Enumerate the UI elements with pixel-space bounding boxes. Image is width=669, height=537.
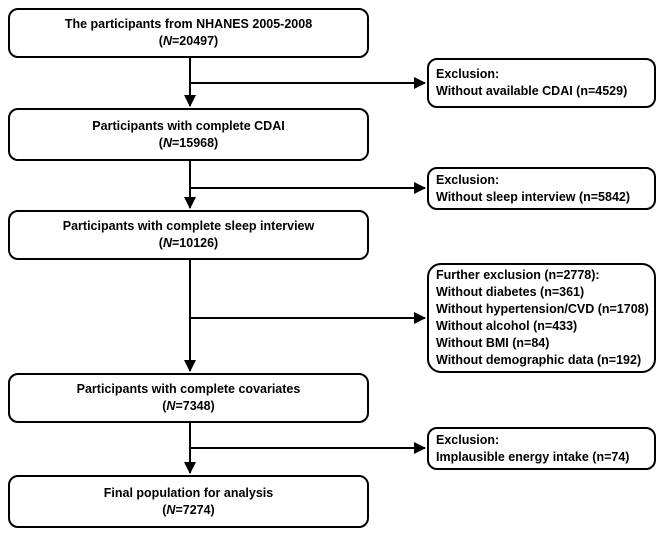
n-value: =20497) [171,34,219,48]
exclusion-line: Without sleep interview (n=5842) [436,189,631,204]
exclusion-line: Without available CDAI (n=4529) [436,84,628,98]
n-prefix: ( [162,399,167,413]
n-symbol: N [162,236,172,250]
flow-box-title: Participants with complete sleep intervi… [62,219,315,233]
exclusion-line: Implausible energy intake (n=74) [436,449,630,464]
n-prefix: ( [158,236,163,250]
exclusion-line: Further exclusion (n=2778): [436,268,600,282]
flow-box-title: The participants from NHANES 2005-2008 [64,17,313,31]
exclusion-box-implausible-energy: Exclusion: Implausible energy intake (n=… [427,427,656,470]
flow-box-n: (N=7274) [162,502,214,519]
flow-box-n: (N=7348) [162,398,214,415]
exclusion-line: Without demographic data (n=192) [436,353,642,367]
n-value: =10126) [171,236,219,250]
flow-box-n: (N=15968) [159,135,218,152]
exclusion-line: Exclusion: [436,67,500,81]
flow-box-complete-sleep-interview: Participants with complete sleep intervi… [8,210,369,260]
exclusion-line: Without diabetes (n=361) [436,285,585,299]
flow-box-title: Final population for analysis [103,485,274,500]
flow-box-title: Participants with complete covariates [76,382,301,396]
n-symbol: N [162,135,172,150]
flow-box-complete-cdai: Participants with complete CDAI (N=15968… [8,108,369,161]
n-symbol: N [166,502,176,517]
flow-box-n: (N=10126) [159,235,218,252]
flow-box-complete-covariates: Participants with complete covariates (N… [8,373,369,423]
flow-box-title: Participants with complete CDAI [92,118,285,133]
exclusion-line: Exclusion: [436,432,500,447]
n-symbol: N [162,34,172,48]
exclusion-line: Exclusion: [436,172,500,187]
exclusion-line: Without hypertension/CVD (n=1708) [436,302,649,316]
exclusion-box-further-exclusion: Further exclusion (n=2778): Without diab… [427,263,656,373]
exclusion-box-without-cdai: Exclusion: Without available CDAI (n=452… [427,58,656,108]
n-prefix: ( [158,34,163,48]
exclusion-line: Without alcohol (n=433) [436,319,578,333]
n-prefix: ( [158,135,163,150]
flow-box-n: (N=20497) [159,33,218,50]
flow-box-nhanes-participants: The participants from NHANES 2005-2008 (… [8,8,369,58]
n-symbol: N [166,399,176,413]
exclusion-box-without-sleep-interview: Exclusion: Without sleep interview (n=58… [427,167,656,210]
n-value: =7274) [175,502,215,517]
n-prefix: ( [162,502,167,517]
n-value: =15968) [171,135,219,150]
flow-box-final-population: Final population for analysis (N=7274) [8,475,369,528]
exclusion-line: Without BMI (n=84) [436,336,550,350]
n-value: =7348) [175,399,215,413]
